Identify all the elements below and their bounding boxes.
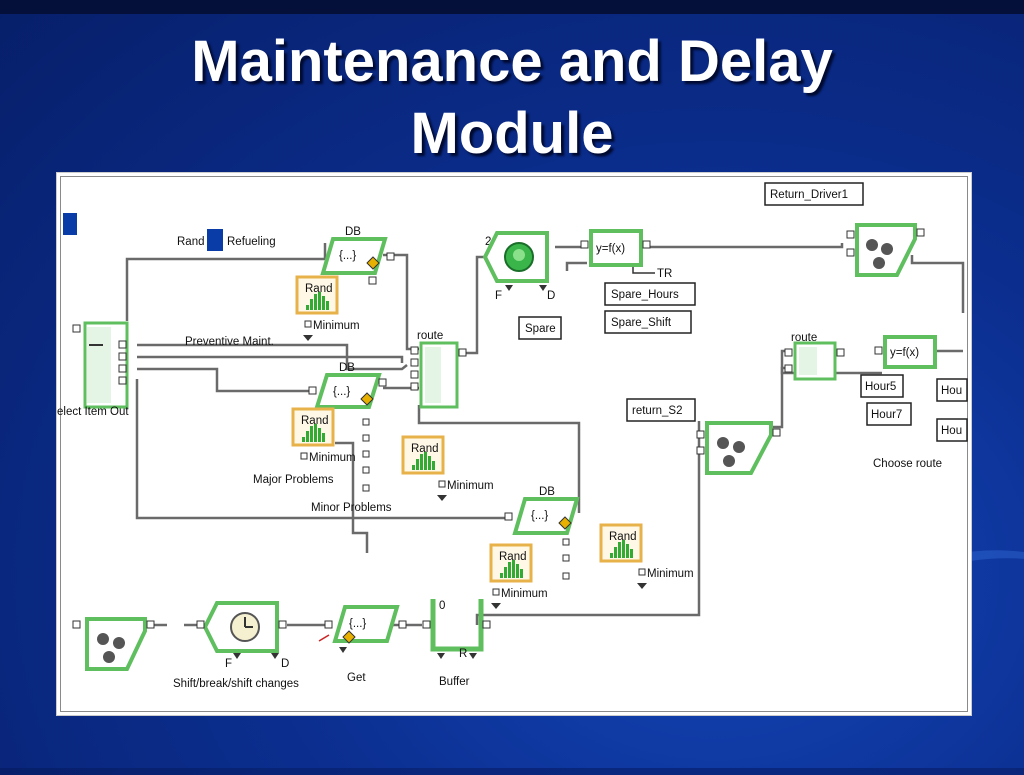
- connection-wires: [125, 239, 965, 627]
- tr-label: TR: [657, 268, 672, 280]
- hour7-box: Hour7: [866, 402, 912, 426]
- db-block-refueling[interactable]: DB {...}: [320, 226, 395, 285]
- marker-square-left: [63, 213, 77, 235]
- svg-text:Spare_Hours: Spare_Hours: [611, 289, 679, 301]
- minimum-label-1: Minimum: [313, 320, 360, 332]
- spare-shift-box: Spare_Shift: [604, 310, 692, 334]
- get-block[interactable]: {...}: [324, 605, 407, 653]
- route-block-2[interactable]: route: [784, 332, 845, 381]
- svg-text:y=f(x): y=f(x): [596, 243, 625, 255]
- exit-block-middle[interactable]: [696, 421, 781, 475]
- svg-text:{...}: {...}: [339, 250, 356, 262]
- minimum-label-5: Minimum: [501, 588, 548, 600]
- buffer-block[interactable]: 0 R: [422, 599, 491, 660]
- equation-block-top[interactable]: y=f(x): [580, 229, 651, 267]
- preventive-maint-label: Preventive Maint.: [185, 336, 274, 348]
- diagram-frame: elect Item Out Rand Refueling DB {...} R…: [56, 172, 972, 716]
- svg-text:0: 0: [439, 600, 445, 612]
- svg-text:Rand: Rand: [301, 415, 329, 427]
- svg-text:Rand: Rand: [499, 551, 527, 563]
- route-block-1[interactable]: route: [410, 330, 467, 409]
- svg-text:Rand: Rand: [411, 443, 439, 455]
- diagram-frame-border: [60, 176, 968, 712]
- red-arrow-mark: [318, 634, 330, 642]
- refueling-label: Refueling: [227, 236, 276, 248]
- svg-text:Return_Driver1: Return_Driver1: [770, 189, 848, 201]
- svg-text:Spare_Shift: Spare_Shift: [611, 317, 672, 329]
- rand-distribution-3[interactable]: Rand: [401, 435, 445, 475]
- exit-block-bottom-left[interactable]: [72, 617, 155, 671]
- svg-text:{...}: {...}: [531, 510, 548, 522]
- hour-box-partial-1: Hou: [936, 378, 968, 402]
- minimum-label-3: Minimum: [447, 480, 494, 492]
- svg-text:R: R: [459, 648, 467, 660]
- activity-block-2[interactable]: 2 F D: [482, 231, 555, 302]
- svg-text:D: D: [281, 658, 289, 670]
- svg-text:route: route: [791, 332, 817, 344]
- svg-text:Rand: Rand: [609, 531, 637, 543]
- minimum-label-4: Minimum: [647, 568, 694, 580]
- svg-text:F: F: [225, 658, 232, 670]
- rand-label: Rand: [177, 236, 205, 248]
- svg-text:route: route: [417, 330, 443, 342]
- db-block-major[interactable]: DB {...}: [308, 362, 387, 409]
- slide-title: Maintenance and Delay Module: [0, 26, 1024, 170]
- svg-text:Hou: Hou: [941, 385, 962, 397]
- top-bar: [0, 0, 1024, 14]
- svg-text:Hou: Hou: [941, 425, 962, 437]
- svg-text:2: 2: [485, 236, 491, 248]
- minimum-label-2: Minimum: [309, 452, 356, 464]
- title-line-2: Module: [410, 101, 614, 166]
- svg-text:{...}: {...}: [333, 386, 350, 398]
- select-item-out-label: elect Item Out: [57, 406, 129, 418]
- spare-box: Spare: [518, 316, 562, 340]
- svg-text:return_S2: return_S2: [632, 405, 683, 417]
- svg-text:Hour7: Hour7: [871, 409, 902, 421]
- return-s2-box: return_S2: [626, 398, 696, 422]
- shift-activity-block[interactable]: 0 F D: [196, 601, 289, 670]
- svg-text:y=f(x): y=f(x): [890, 347, 919, 359]
- equation-block-right[interactable]: y=f(x): [874, 335, 937, 369]
- model-diagram: elect Item Out Rand Refueling DB {...} R…: [57, 182, 968, 690]
- svg-text:F: F: [495, 290, 502, 302]
- svg-text:Hour5: Hour5: [865, 381, 896, 393]
- svg-text:D: D: [547, 290, 555, 302]
- title-line-1: Maintenance and Delay: [191, 29, 833, 94]
- spare-hours-box: Spare_Hours: [604, 282, 696, 306]
- buffer-label: Buffer: [439, 676, 470, 688]
- get-label: Get: [347, 672, 366, 684]
- svg-text:DB: DB: [539, 486, 555, 498]
- db-block-minor[interactable]: DB {...}: [504, 486, 580, 535]
- shift-changes-label: Shift/break/shift changes: [173, 678, 299, 690]
- hour5-box: Hour5: [860, 374, 904, 398]
- rand-distribution-1[interactable]: Rand: [295, 275, 339, 315]
- svg-text:DB: DB: [345, 226, 361, 238]
- select-item-out-block[interactable]: [72, 321, 129, 409]
- marker-square-mid: [207, 229, 223, 251]
- svg-text:DB: DB: [339, 362, 355, 374]
- major-problems-label: Major Problems: [253, 474, 334, 486]
- svg-text:Spare: Spare: [525, 323, 556, 335]
- hour-box-partial-2: Hou: [936, 418, 968, 442]
- rand-distribution-4[interactable]: Rand: [599, 523, 643, 563]
- svg-text:Rand: Rand: [305, 283, 333, 295]
- svg-text:{...}: {...}: [349, 618, 366, 630]
- choose-route-label: Choose route: [873, 458, 942, 470]
- return-driver1-box: Return_Driver1: [764, 182, 864, 206]
- rand-distribution-2[interactable]: Rand: [291, 407, 335, 447]
- minor-problems-label: Minor Problems: [311, 502, 392, 514]
- rand-distribution-5[interactable]: Rand: [489, 543, 533, 583]
- exit-block-top-right[interactable]: [846, 223, 925, 277]
